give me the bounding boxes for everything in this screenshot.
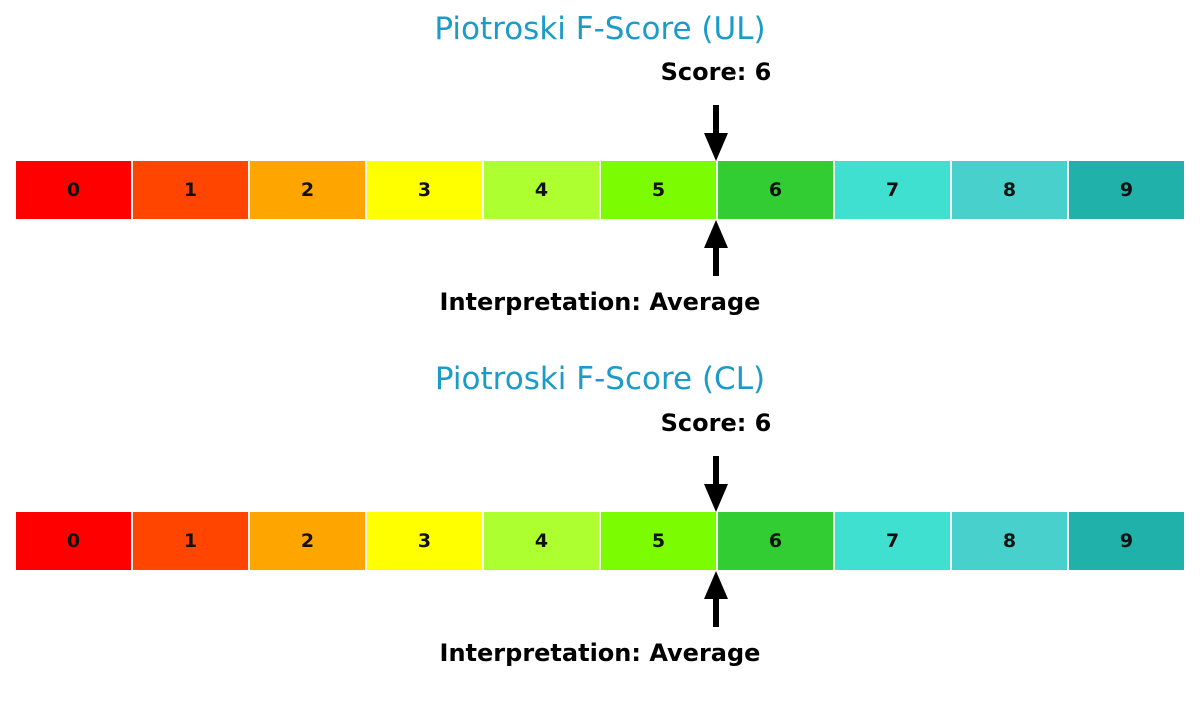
- segment-2: 2: [250, 512, 367, 570]
- segment-8: 8: [952, 161, 1069, 219]
- segment-1: 1: [133, 512, 250, 570]
- score-bar: 0 1 2 3 4 5 6 7 8 9: [16, 161, 1184, 219]
- score-label: Score: 6: [660, 409, 772, 437]
- segment-5: 5: [601, 161, 718, 219]
- segment-9: 9: [1069, 161, 1184, 219]
- arrow-down-icon: [704, 105, 728, 161]
- arrow-up-icon: [704, 571, 728, 627]
- segment-3: 3: [367, 512, 484, 570]
- segment-9: 9: [1069, 512, 1184, 570]
- segment-0: 0: [16, 512, 133, 570]
- fscore-panel-cl: Piotroski F-Score (CL) Score: 6 0 1 2 3 …: [0, 351, 1200, 702]
- segment-8: 8: [952, 512, 1069, 570]
- segment-2: 2: [250, 161, 367, 219]
- segment-5: 5: [601, 512, 718, 570]
- segment-1: 1: [133, 161, 250, 219]
- segment-7: 7: [835, 512, 952, 570]
- segment-6: 6: [718, 512, 835, 570]
- segment-0: 0: [16, 161, 133, 219]
- segment-6: 6: [718, 161, 835, 219]
- arrow-up-icon: [704, 220, 728, 276]
- score-bar: 0 1 2 3 4 5 6 7 8 9: [16, 512, 1184, 570]
- score-label: Score: 6: [660, 58, 772, 86]
- segment-4: 4: [484, 161, 601, 219]
- interpretation-label: Interpretation: Average: [439, 288, 761, 316]
- chart-title: Piotroski F-Score (UL): [434, 11, 766, 47]
- interpretation-label: Interpretation: Average: [439, 639, 761, 667]
- segment-7: 7: [835, 161, 952, 219]
- fscore-panel-ul: Piotroski F-Score (UL) Score: 6 0 1 2 3 …: [16, 11, 1184, 316]
- arrow-down-icon: [704, 456, 728, 512]
- segment-4: 4: [484, 512, 601, 570]
- segment-3: 3: [367, 161, 484, 219]
- chart-title: Piotroski F-Score (CL): [434, 361, 766, 397]
